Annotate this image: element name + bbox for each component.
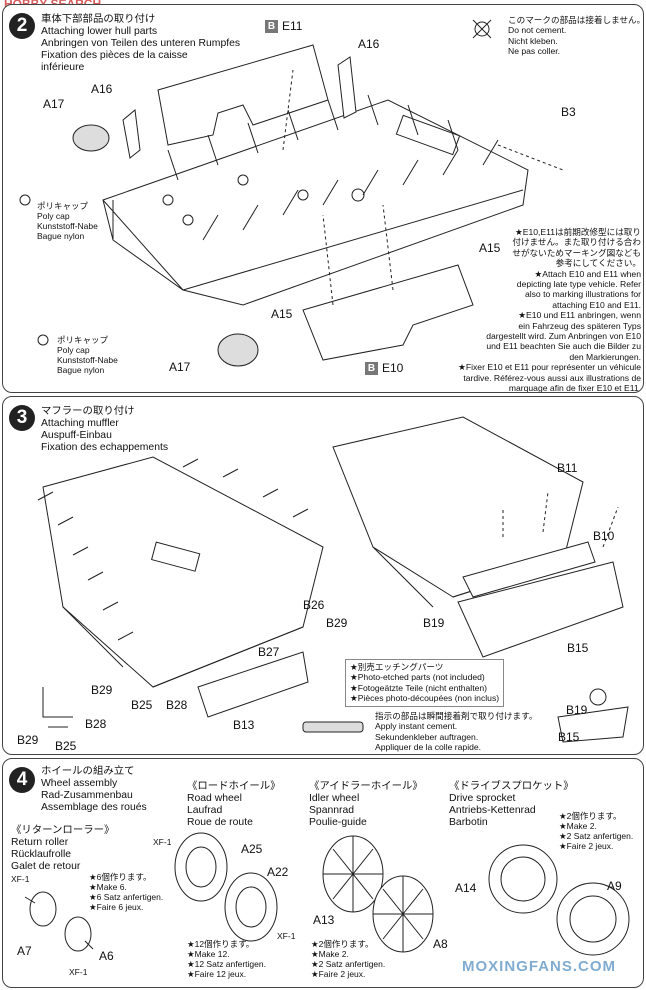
instant-cement-note: 指示の部品は瞬間接着剤で取り付けます。Apply instant cement.… xyxy=(375,711,538,753)
wheel-assembly-drawing xyxy=(24,832,630,956)
part-label-b27: B27 xyxy=(258,645,280,659)
part-label-a14: A14 xyxy=(455,881,477,895)
part-label-b13: B13 xyxy=(233,718,255,732)
part-label-a15: A15 xyxy=(479,241,501,255)
part-label-b28: B28 xyxy=(166,698,188,712)
step-number: 3 xyxy=(9,405,35,431)
photo-etched-note: ★別売エッチングパーツ★Photo-etched parts (not incl… xyxy=(345,659,505,707)
part-label-a8: A8 xyxy=(433,937,448,951)
part-label-b15: B15 xyxy=(558,730,580,744)
lower-hull-drawing xyxy=(19,19,564,367)
part-label-a17: A17 xyxy=(43,97,65,111)
make-2-note: ★2個作ります。★Make 2.★2 Satz anfertigen.★Fair… xyxy=(311,939,386,979)
part-label-a9: A9 xyxy=(607,879,622,893)
step-number: 2 xyxy=(9,13,35,39)
make-12-note: ★12個作ります。★Make 12.★12 Satz anfertigen.★F… xyxy=(187,939,266,979)
part-label-a25: A25 xyxy=(241,842,263,856)
part-label-a22: A22 xyxy=(267,865,289,879)
cement-note: このマークの部品は接着しません。Do not cement.Nicht kleb… xyxy=(508,15,644,57)
part-label-a7: A7 xyxy=(17,944,32,958)
part-label-a16: A16 xyxy=(91,82,113,96)
part-label-a17: A17 xyxy=(169,360,191,374)
part-label-b29: B29 xyxy=(17,733,39,747)
paint-code-xf1: XF-1 xyxy=(277,931,296,941)
paint-code-xf1: XF-1 xyxy=(11,874,30,884)
watermark-bottom: MOXINGFANS.COM xyxy=(462,958,617,975)
part-label-b19: B19 xyxy=(423,616,445,630)
part-label-b29: B29 xyxy=(326,616,348,630)
paint-code-xf1: XF-1 xyxy=(69,967,88,977)
part-label-b28: B28 xyxy=(85,717,107,731)
make-2-note: ★2個作ります。★Make 2.★2 Satz anfertigen.★Fair… xyxy=(559,811,634,851)
part-label-a16: A16 xyxy=(358,37,380,51)
part-label-b10: B10 xyxy=(593,529,615,543)
part-label-b25: B25 xyxy=(131,698,153,712)
paint-code-xf1: XF-1 xyxy=(153,837,172,847)
part-label-b11: B11 xyxy=(557,461,578,475)
part-label-b3: B3 xyxy=(561,105,576,119)
part-label-b15: B15 xyxy=(567,641,589,655)
make-6-note: ★6個作ります。★Make 6.★6 Satz anfertigen.★Fair… xyxy=(89,872,164,912)
late-type-note: ★E10,E11は前期改修型には取り付けません。また取り付ける合わせがないためマ… xyxy=(458,227,641,393)
part-label-b25: B25 xyxy=(55,739,77,753)
part-label-b26: B26 xyxy=(303,598,325,612)
part-label-a13: A13 xyxy=(313,913,335,927)
part-label-a6: A6 xyxy=(99,949,114,963)
part-label-a15: A15 xyxy=(271,307,293,321)
part-label-b29: B29 xyxy=(91,683,113,697)
muffler-drawing xyxy=(37,416,629,743)
part-label-b19: B19 xyxy=(566,703,588,717)
step-number: 4 xyxy=(9,767,35,793)
